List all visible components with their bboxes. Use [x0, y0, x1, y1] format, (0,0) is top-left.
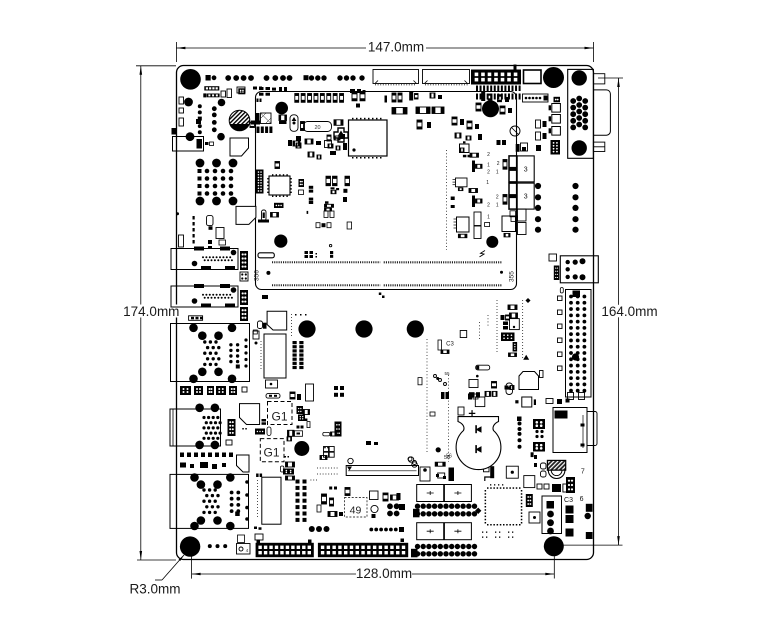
svg-text:56: 56: [444, 455, 450, 461]
svg-text:4: 4: [246, 548, 249, 553]
svg-text:55: 55: [444, 371, 450, 376]
svg-text:G1: G1: [271, 410, 287, 424]
svg-text:1: 1: [496, 202, 499, 208]
svg-text:3: 3: [524, 194, 528, 201]
svg-text:174.0mm: 174.0mm: [123, 304, 179, 319]
svg-text:56: 56: [446, 454, 452, 460]
svg-text:G1: G1: [263, 446, 279, 460]
svg-text:2: 2: [496, 195, 499, 201]
svg-text:147.0mm: 147.0mm: [368, 40, 424, 55]
svg-text:C3: C3: [564, 497, 573, 504]
svg-text:164.0mm: 164.0mm: [601, 304, 657, 319]
svg-text:2: 2: [497, 161, 500, 167]
svg-text:355: 355: [509, 271, 516, 282]
svg-text:49: 49: [350, 505, 362, 517]
svg-text:128.0mm: 128.0mm: [356, 566, 412, 581]
svg-text:2: 2: [487, 202, 490, 208]
svg-text:2: 2: [487, 152, 490, 158]
svg-text:1: 1: [487, 215, 490, 221]
svg-text:1: 1: [496, 169, 499, 175]
svg-text:6: 6: [580, 496, 584, 503]
svg-text:R3.0mm: R3.0mm: [129, 582, 180, 597]
svg-text:20: 20: [314, 125, 320, 131]
svg-text:2: 2: [487, 169, 490, 175]
svg-text:1: 1: [486, 180, 489, 186]
svg-text:C3: C3: [446, 342, 454, 348]
svg-text:356: 356: [254, 270, 261, 281]
svg-text:3: 3: [524, 166, 528, 173]
svg-text:1: 1: [487, 163, 490, 169]
svg-text:7: 7: [581, 469, 585, 476]
